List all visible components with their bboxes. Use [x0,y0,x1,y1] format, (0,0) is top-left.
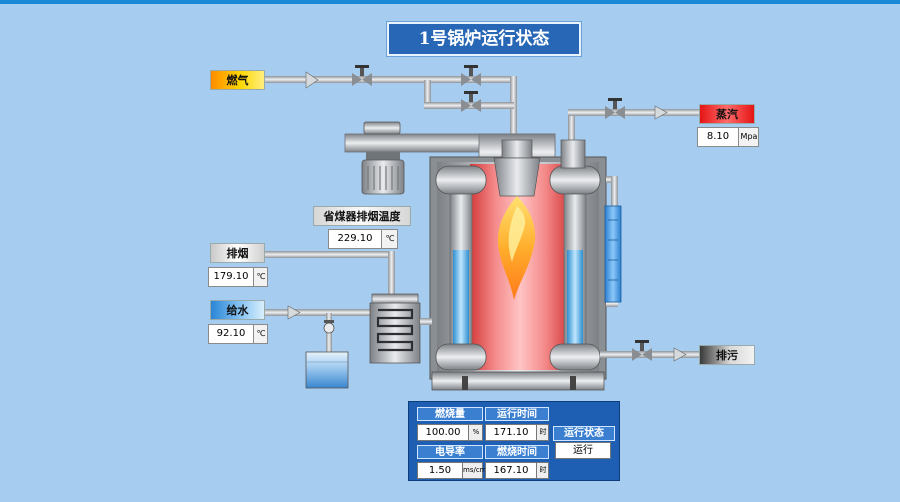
feed-water-temp-value: 92.10 [209,325,254,343]
steam-pressure-value: 8.10 [698,128,739,146]
steam-valve-icon[interactable] [605,98,625,119]
run-time-readout: 171.10 时 [485,424,549,441]
gas-pipe-vertical [510,76,517,156]
boiler-base [431,371,605,391]
burn-time-readout: 167.10 时 [485,462,549,479]
fuel-rate-unit: % [472,428,480,436]
left-lower-drum [435,343,487,371]
exhaust-temp-unit: ℃ [256,272,266,281]
economizer-top [371,293,419,305]
economizer-outlet-pipe [420,318,432,325]
exhaust-temp-readout: 179.10 ℃ [208,267,268,287]
fuel-rate-value: 100.00 [418,425,469,440]
steam-outlet-nozzle [560,139,586,169]
gas-valve-2-icon[interactable] [461,65,481,86]
sewage-valve-icon[interactable] [632,340,652,361]
burner-nozzle [493,157,541,197]
burn-time-label: 燃烧时间 [485,445,549,459]
right-lower-drum [549,343,601,371]
steam-pipe [568,109,699,116]
steam-tag: 蒸汽 [699,104,755,124]
run-time-unit: 时 [539,428,547,436]
conductivity-label: 电导率 [417,445,483,459]
feed-water-pipe [265,309,373,316]
water-flow-arrow-icon [287,305,301,320]
water-level-gauge [604,205,622,303]
fuel-rate-label: 燃烧量 [417,407,483,421]
feed-water-tag: 给水 [210,300,265,320]
right-water-column [567,250,583,346]
sewage-flow-arrow-icon [673,347,687,362]
gauge-pipe-bottom [606,300,618,307]
burner-head [501,139,533,159]
feed-water-temp-unit: ℃ [256,329,266,338]
right-upper-drum [549,165,601,195]
page-title: 1号锅炉运行状态 [387,22,581,56]
left-upper-drum [435,165,487,195]
run-status-label: 运行状态 [553,426,615,441]
gas-bypass-pipe [424,80,431,108]
burn-time-value: 167.10 [486,463,537,478]
economizer-temp-unit: ℃ [385,234,395,243]
economizer-coil [376,308,414,352]
gas-pipe [265,76,517,83]
exhaust-tag: 排烟 [210,243,265,263]
exhaust-temp-value: 179.10 [209,268,254,286]
economizer-temp-value: 229.10 [329,230,382,248]
gas-valve-3-icon[interactable] [461,91,481,112]
fuel-rate-readout: 100.00 % [417,424,483,441]
water-tank [305,351,349,389]
feed-pump-icon [323,320,335,334]
left-water-column [453,250,469,346]
exhaust-pipe-vertical [388,251,395,295]
steam-flow-arrow-icon [654,105,668,120]
steam-pressure-readout: 8.10 Mpa [697,127,759,147]
steam-pipe-vertical [568,110,575,150]
gas-tag: 燃气 [210,70,265,90]
steam-pressure-unit: Mpa [740,132,758,141]
conductivity-unit: ms/cm [463,466,487,474]
blower-motor-icon [361,152,405,195]
conductivity-value: 1.50 [418,463,463,478]
economizer-temp-tag: 省煤器排烟温度 [313,206,411,226]
feed-water-temp-readout: 92.10 ℃ [208,324,268,344]
tank-feed-pipe [326,313,332,355]
economizer-temp-readout: 229.10 ℃ [328,229,398,249]
burn-time-unit: 时 [539,466,547,474]
top-accent-bar [0,0,900,4]
run-status-value: 运行 [555,442,611,459]
conductivity-readout: 1.50 ms/cm [417,462,487,479]
fan-housing [363,121,401,135]
run-time-label: 运行时间 [485,407,549,421]
status-panel: 燃烧量 100.00 % 运行时间 171.10 时 电导率 1.50 ms/c… [408,401,620,481]
exhaust-pipe [265,251,393,258]
run-time-value: 171.10 [486,425,537,440]
gas-flow-arrow-icon [305,71,319,89]
gas-valve-1-icon[interactable] [352,65,372,86]
sewage-tag: 排污 [699,345,755,365]
